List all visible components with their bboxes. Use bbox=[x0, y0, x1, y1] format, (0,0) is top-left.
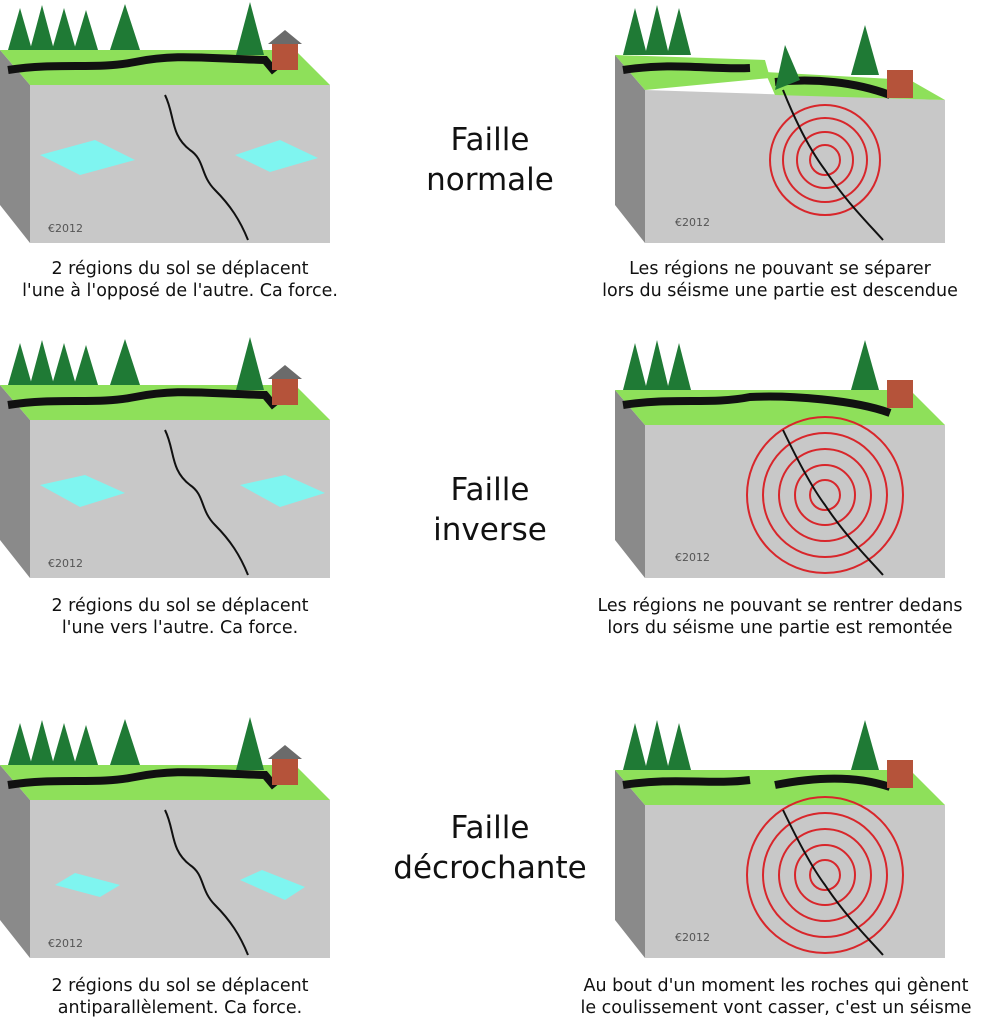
strike-slip-after-illustration bbox=[615, 720, 945, 958]
normal-fault-before-illustration bbox=[0, 2, 330, 243]
normal-fault-before-block: €2012 bbox=[0, 0, 340, 245]
normal-fault-after-illustration bbox=[615, 5, 945, 243]
strike-slip-before-caption: 2 régions du sol se déplacent antiparall… bbox=[0, 975, 360, 1019]
strike-slip-after-block: €2012 bbox=[615, 715, 955, 960]
copyright-mark: €2012 bbox=[48, 937, 83, 950]
copyright-mark: €2012 bbox=[675, 931, 710, 944]
normal-fault-title: Faille normale bbox=[360, 120, 620, 200]
title-line: décrochante bbox=[393, 850, 587, 886]
reverse-fault-before-illustration bbox=[0, 337, 330, 578]
copyright-mark: €2012 bbox=[48, 222, 83, 235]
caption-line: 2 régions du sol se déplacent bbox=[51, 259, 309, 279]
caption-line: Les régions ne pouvant se séparer bbox=[629, 259, 931, 279]
caption-line: le coulissement vont casser, c'est un sé… bbox=[580, 998, 972, 1018]
caption-line: lors du séisme une partie est descendue bbox=[602, 281, 958, 301]
title-line: Faille bbox=[450, 810, 530, 846]
copyright-mark: €2012 bbox=[48, 557, 83, 570]
reverse-fault-before-caption: 2 régions du sol se déplacent l'une vers… bbox=[0, 595, 360, 639]
reverse-fault-before-block: €2012 bbox=[0, 335, 340, 580]
reverse-fault-after-illustration bbox=[615, 340, 945, 578]
caption-line: l'une à l'opposé de l'autre. Ca force. bbox=[22, 281, 338, 301]
caption-line: antiparallèlement. Ca force. bbox=[57, 998, 303, 1018]
caption-line: Au bout d'un moment les roches qui gènen… bbox=[583, 976, 969, 996]
reverse-fault-after-caption: Les régions ne pouvant se rentrer dedans… bbox=[570, 595, 990, 639]
normal-fault-after-caption: Les régions ne pouvant se séparer lors d… bbox=[580, 258, 980, 302]
caption-line: 2 régions du sol se déplacent bbox=[51, 596, 309, 616]
normal-fault-after-block: €2012 bbox=[615, 0, 955, 245]
reverse-fault-after-block: €2012 bbox=[615, 335, 955, 580]
caption-line: 2 régions du sol se déplacent bbox=[51, 976, 309, 996]
copyright-mark: €2012 bbox=[675, 216, 710, 229]
title-line: Faille bbox=[450, 472, 530, 508]
copyright-mark: €2012 bbox=[675, 551, 710, 564]
caption-line: l'une vers l'autre. Ca force. bbox=[61, 618, 299, 638]
title-line: inverse bbox=[433, 512, 547, 548]
title-line: Faille bbox=[450, 122, 530, 158]
title-line: normale bbox=[426, 162, 554, 198]
caption-line: Les régions ne pouvant se rentrer dedans bbox=[597, 596, 963, 616]
strike-slip-after-caption: Au bout d'un moment les roches qui gènen… bbox=[555, 975, 997, 1019]
strike-slip-title: Faille décrochante bbox=[360, 808, 620, 888]
reverse-fault-title: Faille inverse bbox=[360, 470, 620, 550]
caption-line: lors du séisme une partie est remontée bbox=[607, 618, 953, 638]
normal-fault-before-caption: 2 régions du sol se déplacent l'une à l'… bbox=[0, 258, 360, 302]
strike-slip-before-illustration bbox=[0, 717, 330, 958]
strike-slip-before-block: €2012 bbox=[0, 715, 340, 960]
